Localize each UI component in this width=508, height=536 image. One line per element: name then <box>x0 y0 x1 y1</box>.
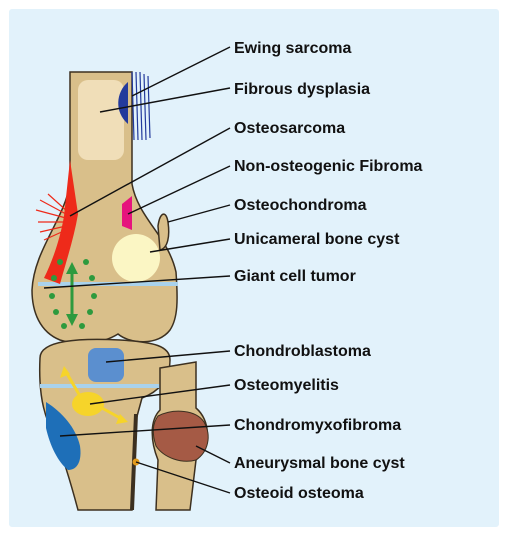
fibrous-dysplasia-lesion <box>78 80 124 160</box>
label-chondromyxofibroma: Chondromyxofibroma <box>234 417 401 434</box>
label-aneurysmal-bone-cyst: Aneurysmal bone cyst <box>234 455 405 472</box>
label-unicameral-bone-cyst: Unicameral bone cyst <box>234 231 400 248</box>
label-fibrous-dysplasia: Fibrous dysplasia <box>234 81 370 98</box>
label-non-osteogenic-fibroma: Non-osteogenic Fibroma <box>234 158 423 175</box>
label-osteosarcoma: Osteosarcoma <box>234 120 345 137</box>
label-ewing-sarcoma: Ewing sarcoma <box>234 40 351 57</box>
label-osteochondroma: Osteochondroma <box>234 197 367 214</box>
label-osteomyelitis: Osteomyelitis <box>234 377 339 394</box>
label-osteoid-osteoma: Osteoid osteoma <box>234 485 364 502</box>
chondroblastoma-lesion <box>88 348 124 382</box>
unicameral-bone-cyst-lesion <box>112 234 160 282</box>
label-giant-cell-tumor: Giant cell tumor <box>234 268 356 285</box>
label-chondroblastoma: Chondroblastoma <box>234 343 371 360</box>
